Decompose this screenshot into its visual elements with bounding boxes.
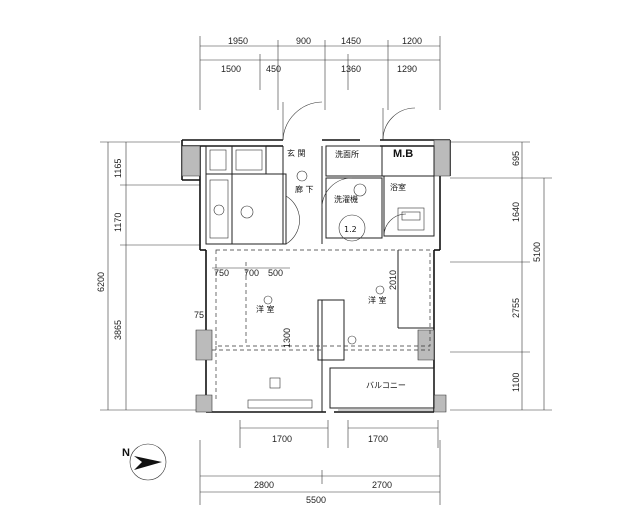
dim-right-5100: 5100 (532, 242, 542, 262)
dim-int-2010: 2010 (388, 270, 398, 290)
dim-top-1360: 1360 (341, 64, 361, 74)
columns (181, 139, 451, 413)
label-wash-machine: 洗濯機 (334, 194, 358, 204)
dim-right-2755: 2755 (511, 298, 521, 318)
dim-int-75: 75 (194, 310, 204, 320)
label-balcony: バルコニー (366, 381, 406, 390)
dim-bottom-1700a: 1700 (272, 434, 292, 444)
left-dimensions: 6200 1165 1170 3865 (96, 141, 200, 411)
dim-left-1170: 1170 (113, 213, 123, 232)
balcony (247, 367, 435, 411)
interior-walls (205, 145, 435, 412)
label-bath: 浴室 (390, 182, 406, 192)
bottom-dimensions: 1700 1700 2800 2700 5500 (199, 420, 441, 505)
label-room1: 洋 室 (256, 304, 275, 314)
dim-int-1300: 1300 (282, 328, 292, 348)
dim-bottom-5500: 5500 (306, 495, 326, 505)
dim-top-1290: 1290 (397, 64, 417, 74)
dim-left-1165: 1165 (113, 159, 123, 178)
dim-bottom-2800: 2800 (254, 480, 274, 490)
right-dimensions: 695 1640 2755 1100 5100 (450, 141, 552, 411)
label-hall: 廊 下 (295, 184, 314, 194)
dim-top-1200: 1200 (402, 36, 422, 46)
dim-left-6200: 6200 (96, 272, 106, 292)
dim-top-1500: 1500 (221, 64, 241, 74)
north-label: N (122, 447, 130, 459)
room-labels: 玄 関 洗面所 M.B 廊 下 浴室 洗濯機 1.2 洋 室 洋 室 バルコニー (256, 148, 413, 390)
dim-right-695: 695 (511, 151, 521, 166)
label-entrance: 玄 関 (287, 148, 306, 158)
dim-right-1100: 1100 (511, 373, 521, 392)
dim-top-1450: 1450 (341, 36, 361, 46)
dashed-lines (212, 249, 431, 400)
dim-int-500: 500 (268, 268, 283, 278)
dim-int-700: 700 (244, 268, 259, 278)
dim-bottom-1700b: 1700 (368, 434, 388, 444)
dim-top-900: 900 (296, 36, 311, 46)
interior-dimensions: 750 700 500 2010 1300 75 (194, 267, 398, 348)
top-dimensions: 1950 900 1450 1200 1500 450 1360 1290 (199, 36, 441, 110)
dim-int-750: 750 (214, 268, 229, 278)
fixtures (209, 149, 425, 389)
dim-left-3865: 3865 (113, 320, 123, 340)
door-swings (282, 101, 416, 245)
dim-bottom-2700: 2700 (372, 480, 392, 490)
dim-top-1950: 1950 (228, 36, 248, 46)
label-room2: 洋 室 (368, 295, 387, 305)
north-arrow-icon: N (122, 443, 167, 481)
dim-top-450: 450 (266, 64, 281, 74)
label-washroom: 洗面所 (335, 149, 359, 159)
dim-right-1640: 1640 (511, 202, 521, 222)
label-mb: M.B (393, 148, 413, 160)
label-circle-12: 1.2 (344, 225, 357, 234)
